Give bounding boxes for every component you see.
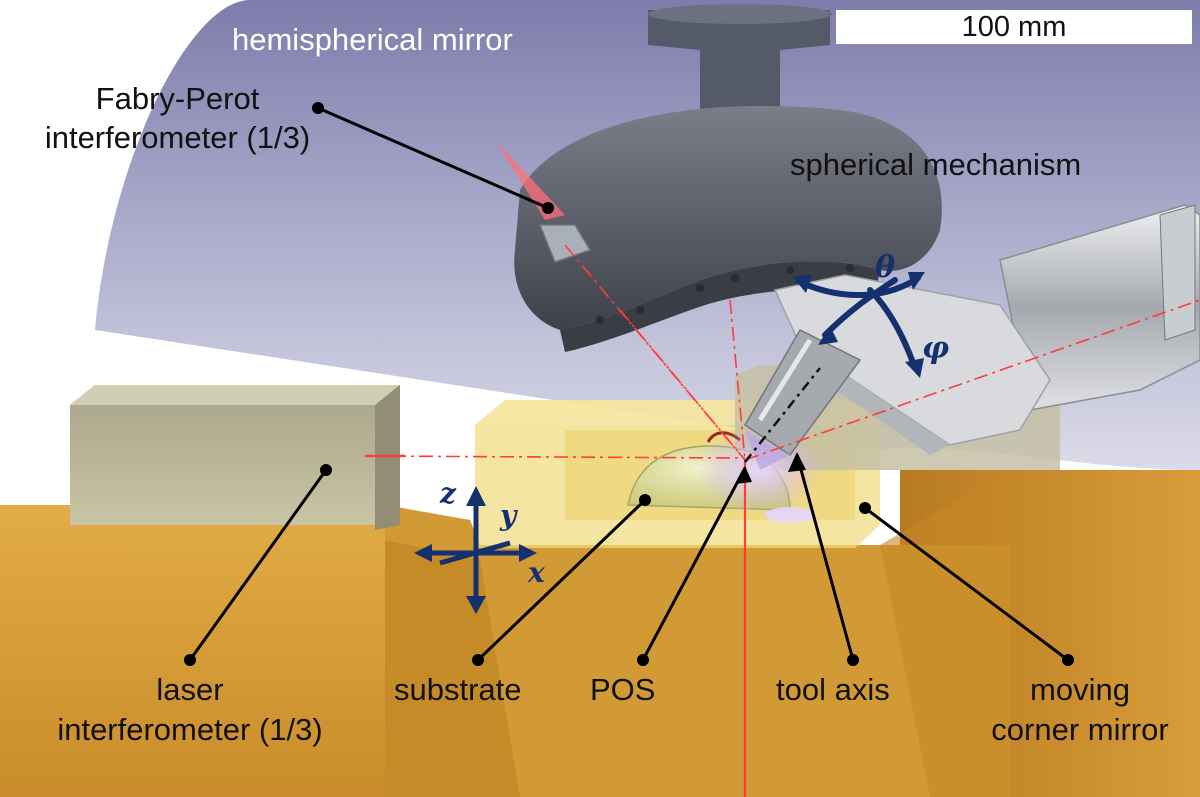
label-laser-line1: laser	[156, 672, 224, 707]
x-axis-label: x	[527, 556, 545, 589]
y-axis-label: y	[499, 499, 518, 532]
spherical-mechanism-arm	[514, 105, 942, 330]
base-center	[385, 505, 1010, 797]
tool-axis-arrowhead	[788, 452, 806, 472]
tool-axis-line	[744, 367, 821, 463]
label-spherical-mechanism: spherical mechanism	[790, 147, 1082, 182]
label-substrate: substrate	[394, 672, 522, 707]
pos-arrowhead	[735, 466, 752, 484]
label-tool-axis: tool axis	[776, 672, 890, 707]
fabry-perot-beam-cone	[495, 140, 565, 220]
z-axis-label: z	[439, 477, 457, 510]
phi-label: φ	[922, 331, 949, 366]
coordinate-axes	[425, 500, 525, 605]
tool-body	[743, 329, 862, 457]
label-pos: POS	[590, 672, 656, 707]
label-fabry-perot-line2: interferometer (1/3)	[44, 120, 311, 155]
leader-lines	[188, 106, 1069, 662]
base-shadow	[385, 540, 520, 797]
base-right	[900, 470, 1200, 797]
leader-dots	[184, 102, 1074, 666]
scale-bar: 100 mm	[836, 10, 1192, 44]
label-fabry-perot-line1: Fabry-Perot	[95, 81, 260, 116]
laser-beams	[364, 244, 1200, 797]
base-left	[0, 505, 385, 797]
label-laser-line2: interferometer (1/3)	[57, 712, 323, 747]
top-mount	[648, 10, 830, 120]
label-hemispherical-mirror: hemispherical mirror	[232, 22, 513, 57]
laser-interferometer-block	[70, 385, 400, 525]
label-moving-line1: moving	[1030, 672, 1130, 707]
fabry-perot-head	[538, 224, 592, 263]
theta-label: θ	[875, 250, 895, 285]
label-moving-line2: corner mirror	[991, 712, 1169, 747]
rotation-arrows	[797, 275, 921, 371]
mount-holes	[596, 264, 854, 324]
